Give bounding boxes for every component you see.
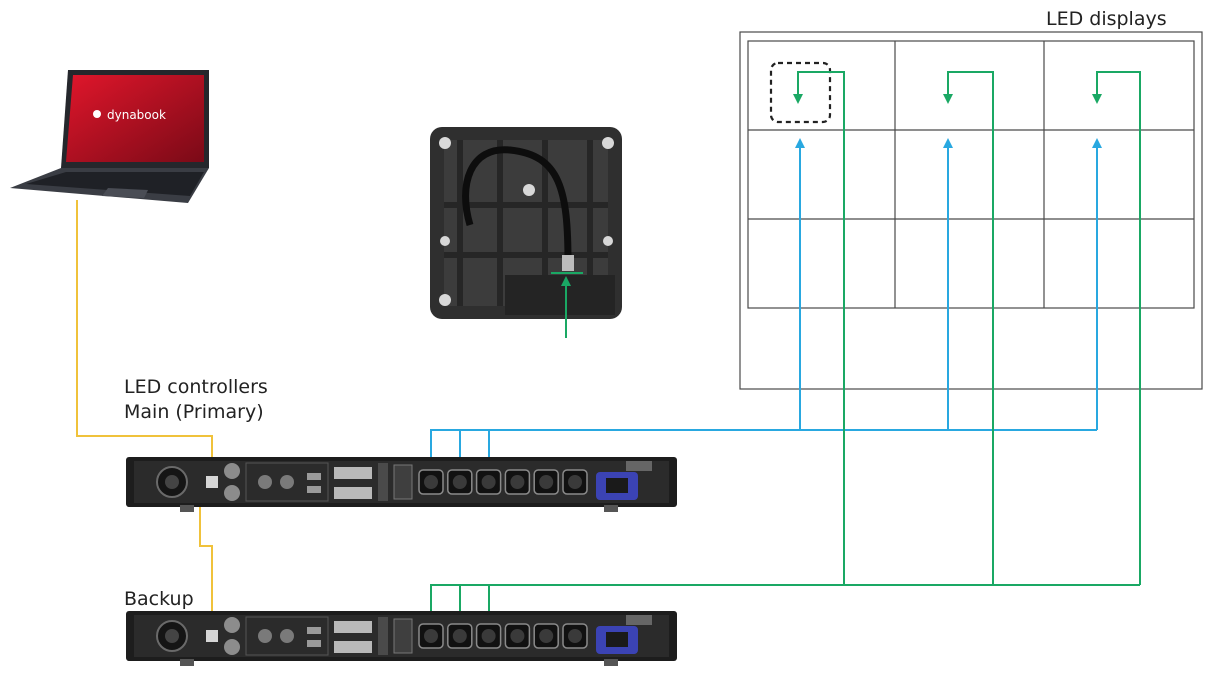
divider	[378, 617, 388, 655]
input-panel	[245, 616, 329, 656]
ethernet-port-core	[568, 475, 582, 489]
display-grid-border	[747, 40, 1195, 309]
audio-port	[224, 617, 240, 633]
ethernet-port-core	[510, 475, 525, 489]
audio-port	[224, 639, 240, 655]
usb-port	[206, 476, 218, 488]
laptop-brand-text: dynabook	[107, 108, 166, 122]
hdmi-port	[307, 627, 321, 634]
bnc-port	[258, 629, 272, 643]
main-controller-cables	[430, 138, 1102, 463]
ethernet-port-core	[510, 629, 525, 643]
audio-port	[224, 463, 240, 479]
usb-port	[206, 630, 218, 642]
ethernet-port-core	[539, 475, 554, 489]
display-outer-frame	[739, 31, 1203, 390]
led-displays-label: LED displays	[1046, 8, 1167, 30]
sfp-port	[393, 464, 413, 500]
power-switch	[626, 615, 652, 625]
power-switch	[626, 461, 652, 471]
led-controller-backup	[126, 611, 677, 666]
power-connector-core	[165, 475, 179, 489]
hdmi-port	[307, 473, 321, 480]
power-inlet-socket	[606, 632, 628, 647]
bnc-port	[258, 475, 272, 489]
power-inlet-socket	[606, 478, 628, 493]
ethernet-port-core	[568, 629, 582, 643]
laptop-keyboard	[26, 172, 204, 196]
sfp-port	[393, 618, 413, 654]
dvi-port	[334, 621, 372, 633]
backup-label: Backup	[124, 588, 194, 610]
main-to-backup-cable	[199, 497, 213, 628]
backup-cable-to-col3	[1092, 71, 1141, 585]
input-panel	[245, 462, 329, 502]
laptop-screen	[66, 75, 204, 162]
cabinet-back-photo	[430, 127, 622, 338]
power-connector-core	[165, 629, 179, 643]
hdmi-port	[307, 486, 321, 493]
ethernet-port-core	[424, 629, 438, 643]
bnc-port	[280, 629, 294, 643]
dvi-port	[334, 487, 372, 499]
bnc-port	[280, 475, 294, 489]
dvi-port	[334, 467, 372, 479]
backup-cable-to-col1	[793, 71, 845, 585]
controller-foot	[604, 505, 618, 512]
led-display-frame	[739, 31, 1203, 390]
main-bus-cable	[430, 429, 1097, 463]
highlighted-cabinet-marker	[769, 61, 832, 124]
dvi-port	[334, 641, 372, 653]
logo-mark	[93, 110, 101, 118]
divider	[378, 463, 388, 501]
controller-foot	[604, 659, 618, 666]
ethernet-port-core	[481, 475, 496, 489]
hdmi-port	[307, 640, 321, 647]
led-controller-main	[126, 457, 677, 512]
ethernet-port-core	[452, 475, 467, 489]
ethernet-port-core	[424, 475, 438, 489]
main-primary-label: Main (Primary)	[124, 401, 264, 423]
led-controllers-label: LED controllers	[124, 376, 268, 398]
ethernet-port-core	[481, 629, 496, 643]
controller-foot	[180, 659, 194, 666]
audio-port	[224, 485, 240, 501]
controller-foot	[180, 505, 194, 512]
backup-cable-to-col2	[943, 71, 994, 585]
ethernet-port-core	[452, 629, 467, 643]
backup-bus-cable	[430, 584, 1140, 617]
laptop-icon: dynabook	[10, 70, 209, 203]
ethernet-port-core	[539, 629, 554, 643]
laptop-touchpad	[102, 188, 148, 198]
pc-to-main-cable	[76, 200, 213, 480]
